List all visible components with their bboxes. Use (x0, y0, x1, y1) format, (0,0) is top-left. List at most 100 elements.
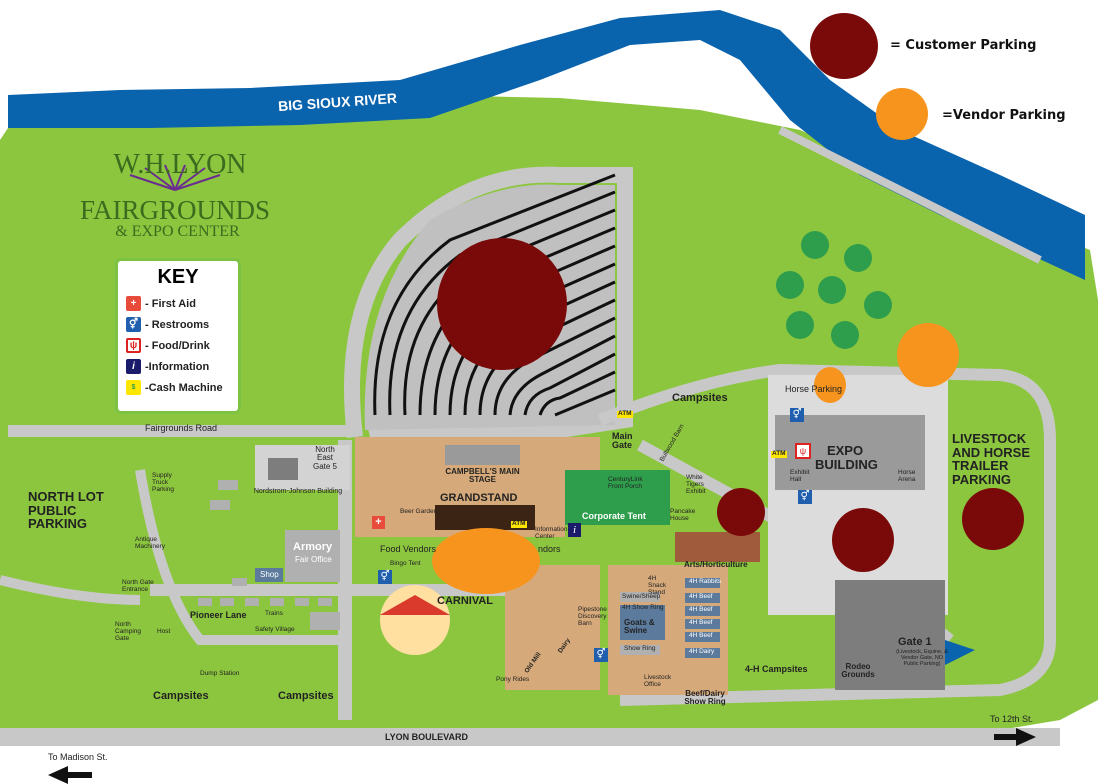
food-drink-icon: ψ (126, 338, 141, 353)
dairy-label: 4H Dairy (689, 648, 715, 655)
atm-label-grandstand: ATM (511, 520, 527, 528)
fairgrounds-road-label: Fairgrounds Road (145, 423, 218, 433)
vendor-parking-legend-swatch (876, 88, 928, 140)
pony-rides-label: Pony Rides (496, 676, 530, 683)
information-center-label: Information Center (535, 526, 568, 540)
title-line1: W.H.LYON (113, 149, 247, 180)
campsites-4h-label: 4-H Campsites (745, 664, 808, 674)
vendor-parking-legend: =Vendor Parking (942, 108, 1066, 123)
beef-dairy-ring-label: Beef/Dairy Show Ring (684, 689, 726, 707)
safety-village-label: Safety Village (255, 626, 295, 633)
vendor-parking-2 (814, 367, 846, 403)
key-title: KEY (157, 266, 199, 288)
lyon-boulevard-label: LYON BOULEVARD (385, 732, 469, 742)
bingo-tent-label: Bingo Tent (390, 560, 421, 567)
expo-building-label: EXPO BUILDING (815, 443, 878, 472)
title-line2: FAIRGROUNDS (79, 195, 271, 225)
expo-customer-parking-1 (717, 488, 765, 536)
restroom-icon: ⚥ (378, 570, 392, 584)
pipestone-label: Pipestone Discovery Barn (578, 606, 607, 627)
snack-stand-label: 4H Snack Stand (648, 575, 667, 596)
north-lot-label: NORTH LOT PUBLIC PARKING (28, 489, 104, 532)
map-key: KEY + - First Aid ⚥ - Restrooms ψ - Food… (115, 258, 241, 414)
north-east-gate-label: North East Gate 5 (312, 445, 337, 471)
main-stage-label: CAMPBELL'S MAIN STAGE (445, 467, 520, 485)
key-item-restrooms: ⚥ - Restrooms (126, 314, 223, 335)
horse-arena-label: Horse Arena (898, 469, 916, 483)
north-gate-entrance-label: North Gate Entrance (122, 579, 154, 593)
restroom-icon: ⚥ (790, 408, 804, 422)
campsites-top-label: Campsites (672, 392, 728, 404)
campsites-mid-label: Campsites (278, 690, 334, 702)
corporate-tent-area (565, 470, 670, 525)
big-sioux-river (8, 10, 1085, 280)
corporate-tent-label: Corporate Tent (582, 511, 646, 521)
fairgrounds-road (8, 425, 358, 437)
restroom-icon: ⚥ (798, 490, 812, 504)
food-vendors-label: Food Vendors (380, 544, 437, 554)
vendor-parking-1 (897, 323, 959, 387)
dump-station-label: Dump Station (200, 670, 240, 677)
key-item-food: ψ - Food/Drink (126, 335, 223, 356)
to-madison-label: To Madison St. (48, 752, 108, 762)
atm-icon: $ (126, 380, 141, 395)
key-item-info: i -Information (126, 356, 223, 377)
shop-label: Shop (260, 570, 279, 579)
livestock-customer-parking (962, 488, 1024, 550)
rodeo-area (835, 580, 945, 690)
customer-parking-legend-swatch (810, 13, 878, 79)
beer-garden-label: Beer Garden (400, 508, 438, 515)
food-drink-icon: ψ (795, 443, 811, 459)
expo-customer-parking-2 (832, 508, 894, 572)
atm-label-main-gate: ATM (617, 410, 633, 418)
information-icon: i (568, 523, 581, 537)
restroom-icon: ⚥ (126, 317, 141, 332)
carnival-label: CARNIVAL (437, 595, 494, 607)
to-12th-label: To 12th St. (990, 714, 1034, 724)
lyon-boulevard-road (0, 728, 1060, 746)
supply-truck-label: Supply Truck Parking (152, 472, 175, 493)
swine-sheep-label: Swine/Sheep (622, 593, 661, 600)
vendor-parking-3 (432, 528, 540, 594)
rodeo-label: Rodeo Grounds (841, 662, 875, 680)
track-road (344, 166, 633, 445)
pancake-house-label: Pancake House (670, 508, 696, 522)
grandstand-customer-parking (437, 238, 567, 370)
fair-office-label: Fair Office (295, 555, 332, 564)
horse-parking-label: Horse Parking (785, 384, 843, 394)
gate1-note-label: (Livestock, Equine, & Vendor Gate, NO Pu… (896, 649, 948, 667)
antique-machinery-label: Antique Machinery (135, 536, 165, 550)
title-line3: & EXPO CENTER (115, 223, 240, 240)
information-icon: i (126, 359, 141, 374)
beef-label-2: 4H Beef (689, 606, 713, 613)
restroom-icon: ⚥ (594, 648, 608, 662)
key-item-atm: $ -Cash Machine (126, 377, 223, 398)
livestock-office-label: Livestock Office (644, 674, 672, 688)
show-ring-4h-label: 4H Show Ring (622, 604, 664, 611)
key-item-first-aid: + - First Aid (126, 293, 223, 314)
customer-parking-legend: = Customer Parking (890, 38, 1037, 53)
armory-label: Armory (293, 541, 333, 553)
rabbits-label: 4H Rabbits (689, 578, 722, 585)
first-aid-icon: + (126, 296, 141, 311)
grandstand-label: GRANDSTAND (440, 492, 518, 504)
first-aid-icon: + (372, 516, 385, 529)
vendors-label: ndors (538, 544, 561, 554)
nordstrom-label: Nordstrom-Johnson Building (253, 488, 343, 495)
main-gate-label: Main Gate (612, 431, 633, 451)
campsites-left-label: Campsites (153, 690, 209, 702)
host-label: Host (157, 628, 171, 635)
atm-label-expo: ATM (771, 450, 787, 458)
pioneer-lane-label: Pioneer Lane (190, 610, 247, 620)
beef-label-4: 4H Beef (689, 632, 713, 639)
arrow-right-icon (994, 728, 1036, 746)
show-ring-label: Show Ring (624, 645, 656, 652)
beef-label-1: 4H Beef (689, 593, 713, 600)
arrow-left-icon (48, 766, 92, 784)
trains-label: Trains (265, 610, 283, 617)
beef-label-3: 4H Beef (689, 619, 713, 626)
white-tigers-label: White Tigers Exhibit (686, 474, 706, 495)
centurylink-label: CenturyLink Front Porch (608, 476, 643, 490)
